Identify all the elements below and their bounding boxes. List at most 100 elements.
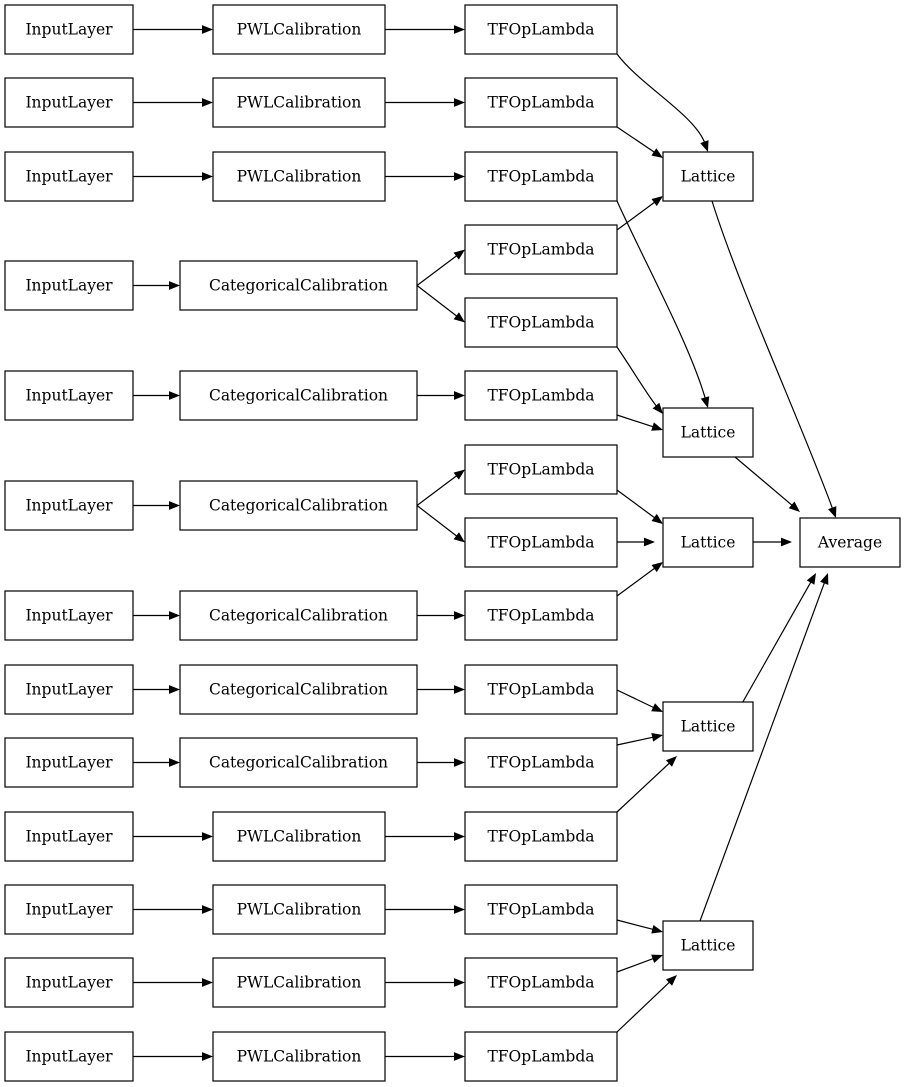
- node-in6[interactable]: InputLayer: [4, 480, 134, 531]
- node-cal5[interactable]: CategoricalCalibration: [179, 370, 418, 421]
- node-in10[interactable]: InputLayer: [4, 811, 134, 862]
- node-in2[interactable]: InputLayer: [4, 77, 134, 128]
- node-box[interactable]: [799, 517, 901, 568]
- node-box[interactable]: [4, 77, 134, 128]
- node-box[interactable]: [464, 590, 618, 641]
- arrow-head-icon: [453, 532, 465, 543]
- arrow-head-icon: [454, 978, 465, 987]
- node-box[interactable]: [4, 260, 134, 311]
- node-op11[interactable]: TFOpLambda: [464, 737, 618, 788]
- node-op13[interactable]: TFOpLambda: [464, 884, 618, 935]
- node-box[interactable]: [212, 884, 386, 935]
- node-box[interactable]: [4, 590, 134, 641]
- node-box[interactable]: [4, 480, 134, 531]
- node-cal1[interactable]: PWLCalibration: [212, 4, 386, 55]
- node-in13[interactable]: InputLayer: [4, 1031, 134, 1082]
- node-op15[interactable]: TFOpLambda: [464, 1031, 618, 1082]
- node-in5[interactable]: InputLayer: [4, 370, 134, 421]
- node-box[interactable]: [179, 480, 418, 531]
- node-box[interactable]: [4, 811, 134, 862]
- node-in12[interactable]: InputLayer: [4, 957, 134, 1008]
- node-box[interactable]: [464, 297, 618, 348]
- node-box[interactable]: [464, 224, 618, 275]
- node-box[interactable]: [179, 664, 418, 715]
- node-in8[interactable]: InputLayer: [4, 664, 134, 715]
- node-box[interactable]: [179, 590, 418, 641]
- node-box[interactable]: [4, 370, 134, 421]
- node-box[interactable]: [179, 370, 418, 421]
- node-in3[interactable]: InputLayer: [4, 151, 134, 202]
- node-box[interactable]: [4, 884, 134, 935]
- node-cal4[interactable]: CategoricalCalibration: [179, 260, 418, 311]
- node-box[interactable]: [179, 260, 418, 311]
- node-in4[interactable]: InputLayer: [4, 260, 134, 311]
- node-lat3[interactable]: Lattice: [662, 517, 754, 568]
- node-label: TFOpLambda: [487, 168, 594, 186]
- node-cal12[interactable]: PWLCalibration: [212, 957, 386, 1008]
- node-box[interactable]: [4, 737, 134, 788]
- node-cal2[interactable]: PWLCalibration: [212, 77, 386, 128]
- node-label: TFOpLambda: [487, 94, 594, 112]
- node-in11[interactable]: InputLayer: [4, 884, 134, 935]
- node-op5[interactable]: TFOpLambda: [464, 297, 618, 348]
- node-label: InputLayer: [25, 607, 113, 625]
- node-op4[interactable]: TFOpLambda: [464, 224, 618, 275]
- node-box[interactable]: [662, 701, 754, 752]
- node-box[interactable]: [464, 151, 618, 202]
- node-op9[interactable]: TFOpLambda: [464, 590, 618, 641]
- node-box[interactable]: [179, 737, 418, 788]
- node-op14[interactable]: TFOpLambda: [464, 957, 618, 1008]
- node-box[interactable]: [464, 517, 618, 568]
- node-op8[interactable]: TFOpLambda: [464, 517, 618, 568]
- node-op6[interactable]: TFOpLambda: [464, 370, 618, 421]
- node-box[interactable]: [212, 77, 386, 128]
- node-cal9[interactable]: CategoricalCalibration: [179, 737, 418, 788]
- node-cal8[interactable]: CategoricalCalibration: [179, 664, 418, 715]
- node-cal11[interactable]: PWLCalibration: [212, 884, 386, 935]
- node-in7[interactable]: InputLayer: [4, 590, 134, 641]
- node-box[interactable]: [464, 1031, 618, 1082]
- node-box[interactable]: [4, 664, 134, 715]
- node-box[interactable]: [212, 151, 386, 202]
- node-op7[interactable]: TFOpLambda: [464, 444, 618, 495]
- node-box[interactable]: [464, 77, 618, 128]
- node-box[interactable]: [212, 4, 386, 55]
- node-box[interactable]: [464, 737, 618, 788]
- node-avg[interactable]: Average: [799, 517, 901, 568]
- node-box[interactable]: [464, 664, 618, 715]
- node-op3[interactable]: TFOpLambda: [464, 151, 618, 202]
- node-in1[interactable]: InputLayer: [4, 4, 134, 55]
- node-op2[interactable]: TFOpLambda: [464, 77, 618, 128]
- node-lat4[interactable]: Lattice: [662, 701, 754, 752]
- node-box[interactable]: [464, 884, 618, 935]
- node-box[interactable]: [662, 151, 754, 202]
- node-cal10[interactable]: PWLCalibration: [212, 811, 386, 862]
- node-box[interactable]: [212, 811, 386, 862]
- node-cal13[interactable]: PWLCalibration: [212, 1031, 386, 1082]
- node-cal3[interactable]: PWLCalibration: [212, 151, 386, 202]
- node-box[interactable]: [662, 517, 754, 568]
- node-op1[interactable]: TFOpLambda: [464, 4, 618, 55]
- node-lat1[interactable]: Lattice: [662, 151, 754, 202]
- node-box[interactable]: [662, 407, 754, 458]
- node-lat5[interactable]: Lattice: [662, 920, 754, 971]
- node-lat2[interactable]: Lattice: [662, 407, 754, 458]
- node-box[interactable]: [464, 370, 618, 421]
- node-op10[interactable]: TFOpLambda: [464, 664, 618, 715]
- node-cal7[interactable]: CategoricalCalibration: [179, 590, 418, 641]
- node-op12[interactable]: TFOpLambda: [464, 811, 618, 862]
- edge-op10-to-lat4: [616, 689, 656, 709]
- node-box[interactable]: [4, 957, 134, 1008]
- node-box[interactable]: [4, 4, 134, 55]
- node-box[interactable]: [464, 957, 618, 1008]
- node-box[interactable]: [662, 920, 754, 971]
- node-in9[interactable]: InputLayer: [4, 737, 134, 788]
- node-box[interactable]: [4, 151, 134, 202]
- node-cal6[interactable]: CategoricalCalibration: [179, 480, 418, 531]
- node-box[interactable]: [212, 957, 386, 1008]
- node-box[interactable]: [464, 4, 618, 55]
- node-box[interactable]: [4, 1031, 134, 1082]
- node-box[interactable]: [464, 444, 618, 495]
- node-box[interactable]: [212, 1031, 386, 1082]
- node-box[interactable]: [464, 811, 618, 862]
